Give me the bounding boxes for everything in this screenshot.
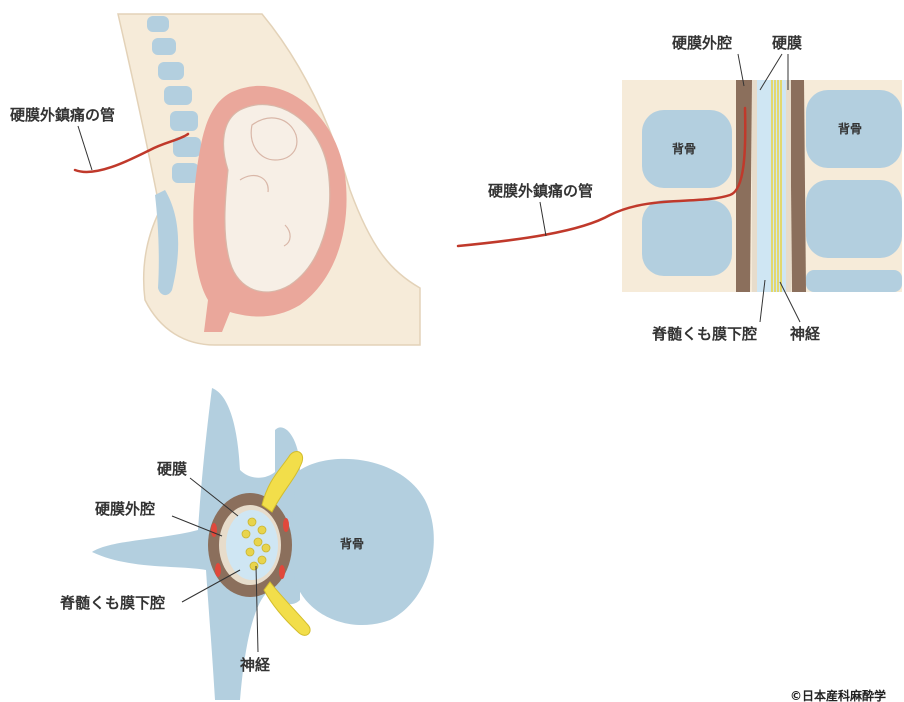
label-vertebra-right: 背骨 [838,121,862,136]
label-dura: 硬膜 [772,34,802,52]
label-nerve-section: 神経 [790,325,821,343]
label-epidural-space: 硬膜外腔 [672,34,732,52]
label-subarachnoid-cross: 脊髄くも膜下腔 [59,594,165,612]
spine-longitudinal-section: 硬膜外腔 硬膜 背骨 背骨 硬膜外鎮痛の管 脊髄くも膜下腔 神経 [458,34,902,343]
vertebra-right-lower [806,270,902,292]
pregnant-side-view: 硬膜外鎮痛の管 [10,14,420,345]
catheter-label: 硬膜外鎮痛の管 [10,106,115,124]
label-vertebra-cross: 背骨 [340,536,364,551]
vertebra-left-lower [642,200,732,276]
label-nerve-cross: 神経 [240,656,271,674]
catheter-leader-line [78,126,92,170]
label-dura-cross: 硬膜 [157,460,187,478]
copyright-text: ©日本産科麻酔学 [790,688,886,702]
label-vertebra-left: 背骨 [672,141,696,156]
label-epidural-cross: 硬膜外腔 [95,500,155,518]
vertebra-cross-section: 硬膜 硬膜外腔 脊髄くも膜下腔 神経 背骨 [59,388,434,700]
label-catheter-section: 硬膜外鎮痛の管 [488,182,593,200]
label-subarachnoid: 脊髄くも膜下腔 [651,325,757,343]
vertebra-right-middle [806,180,902,258]
